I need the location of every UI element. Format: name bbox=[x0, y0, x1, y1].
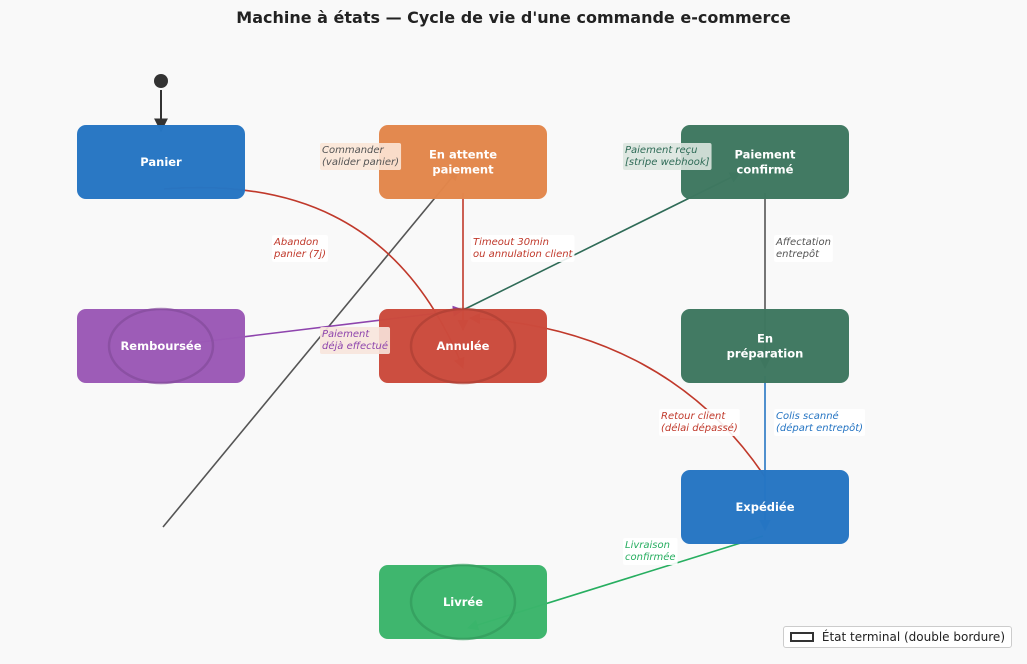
transition-label-text: [stripe webhook] bbox=[625, 157, 710, 168]
transition-label-commander: Commander(valider panier) bbox=[320, 143, 402, 170]
state-expediee[interactable]: Expédiée bbox=[681, 470, 849, 544]
transition-label-text: Colis scanné bbox=[776, 410, 839, 422]
terminal-ring bbox=[107, 307, 215, 385]
state-label: En attente bbox=[429, 148, 497, 162]
transition-labels-layer: Commander(valider panier) Paiement reçu[s… bbox=[272, 143, 866, 565]
transition-label-text: (départ entrepôt) bbox=[776, 422, 863, 434]
state-livree[interactable]: Livrée bbox=[379, 563, 547, 641]
label-background bbox=[774, 235, 833, 262]
state-box bbox=[379, 309, 547, 383]
label-background bbox=[272, 235, 328, 262]
state-label: Livrée bbox=[443, 595, 483, 609]
transition-commander bbox=[162, 169, 459, 528]
state-label: confirmé bbox=[737, 163, 794, 177]
terminal-ring bbox=[409, 563, 517, 641]
state-rembourse[interactable]: Remboursée bbox=[77, 307, 245, 385]
state-label: Panier bbox=[140, 155, 182, 169]
initial-state-dot bbox=[154, 74, 168, 88]
state-box bbox=[77, 125, 245, 199]
legend-swatch bbox=[789, 632, 814, 642]
state-label: Paiement bbox=[734, 148, 796, 162]
transition-label-text: Abandon bbox=[273, 237, 318, 248]
transition-label-text: (valider panier) bbox=[322, 157, 399, 168]
state-label: En bbox=[757, 332, 773, 346]
state-panier[interactable]: Panier bbox=[77, 125, 245, 199]
transition-label-text: Paiement reçu bbox=[625, 145, 698, 156]
transition-label-text: Commander bbox=[322, 145, 385, 156]
transition-label-paiement-recu: Paiement reçu[stripe webhook] bbox=[623, 143, 712, 170]
label-background bbox=[471, 235, 575, 262]
legend: État terminal (double bordure) bbox=[782, 626, 1012, 648]
terminal-ring bbox=[409, 307, 517, 385]
diagram-title: Machine à états — Cycle de vie d'une com… bbox=[236, 8, 791, 27]
label-background bbox=[320, 327, 391, 354]
label-background bbox=[774, 409, 866, 436]
transition-label-text: déjà effectué bbox=[322, 340, 388, 352]
label-background bbox=[623, 538, 678, 565]
state-label: Annulée bbox=[436, 339, 489, 353]
transition-label-text: confirmée bbox=[625, 551, 676, 563]
state-label: Remboursée bbox=[120, 339, 201, 353]
state-box bbox=[681, 125, 849, 199]
state-label: paiement bbox=[432, 163, 494, 177]
label-background bbox=[623, 143, 712, 170]
label-background bbox=[659, 409, 740, 436]
state-box bbox=[379, 565, 547, 639]
transition-label-colis: Colis scanné(départ entrepôt) bbox=[774, 409, 866, 436]
transition-label-text: ou annulation client bbox=[473, 249, 574, 260]
transition-label-text: Affectation bbox=[775, 237, 831, 248]
transition-label-text: Timeout 30min bbox=[473, 237, 549, 248]
state-box bbox=[379, 125, 547, 199]
state-label: préparation bbox=[727, 347, 804, 361]
transition-label-text: Retour client bbox=[661, 411, 726, 422]
transition-label-retour: Retour client(délai dépassé) bbox=[659, 409, 740, 436]
state-box bbox=[77, 309, 245, 383]
legend-label: État terminal (double bordure) bbox=[821, 630, 1005, 644]
transition-label-text: Livraison bbox=[625, 540, 670, 551]
transition-label-text: (délai dépassé) bbox=[661, 422, 738, 434]
transition-label-text: entrepôt bbox=[776, 248, 820, 260]
label-background bbox=[320, 143, 402, 170]
state-annulee[interactable]: Annulée bbox=[379, 307, 547, 385]
transition-label-text: Paiement bbox=[322, 329, 370, 340]
state-label: Expédiée bbox=[735, 500, 794, 514]
state-box bbox=[681, 309, 849, 383]
state-box bbox=[681, 470, 849, 544]
transition-label-text: panier (7j) bbox=[273, 249, 326, 260]
